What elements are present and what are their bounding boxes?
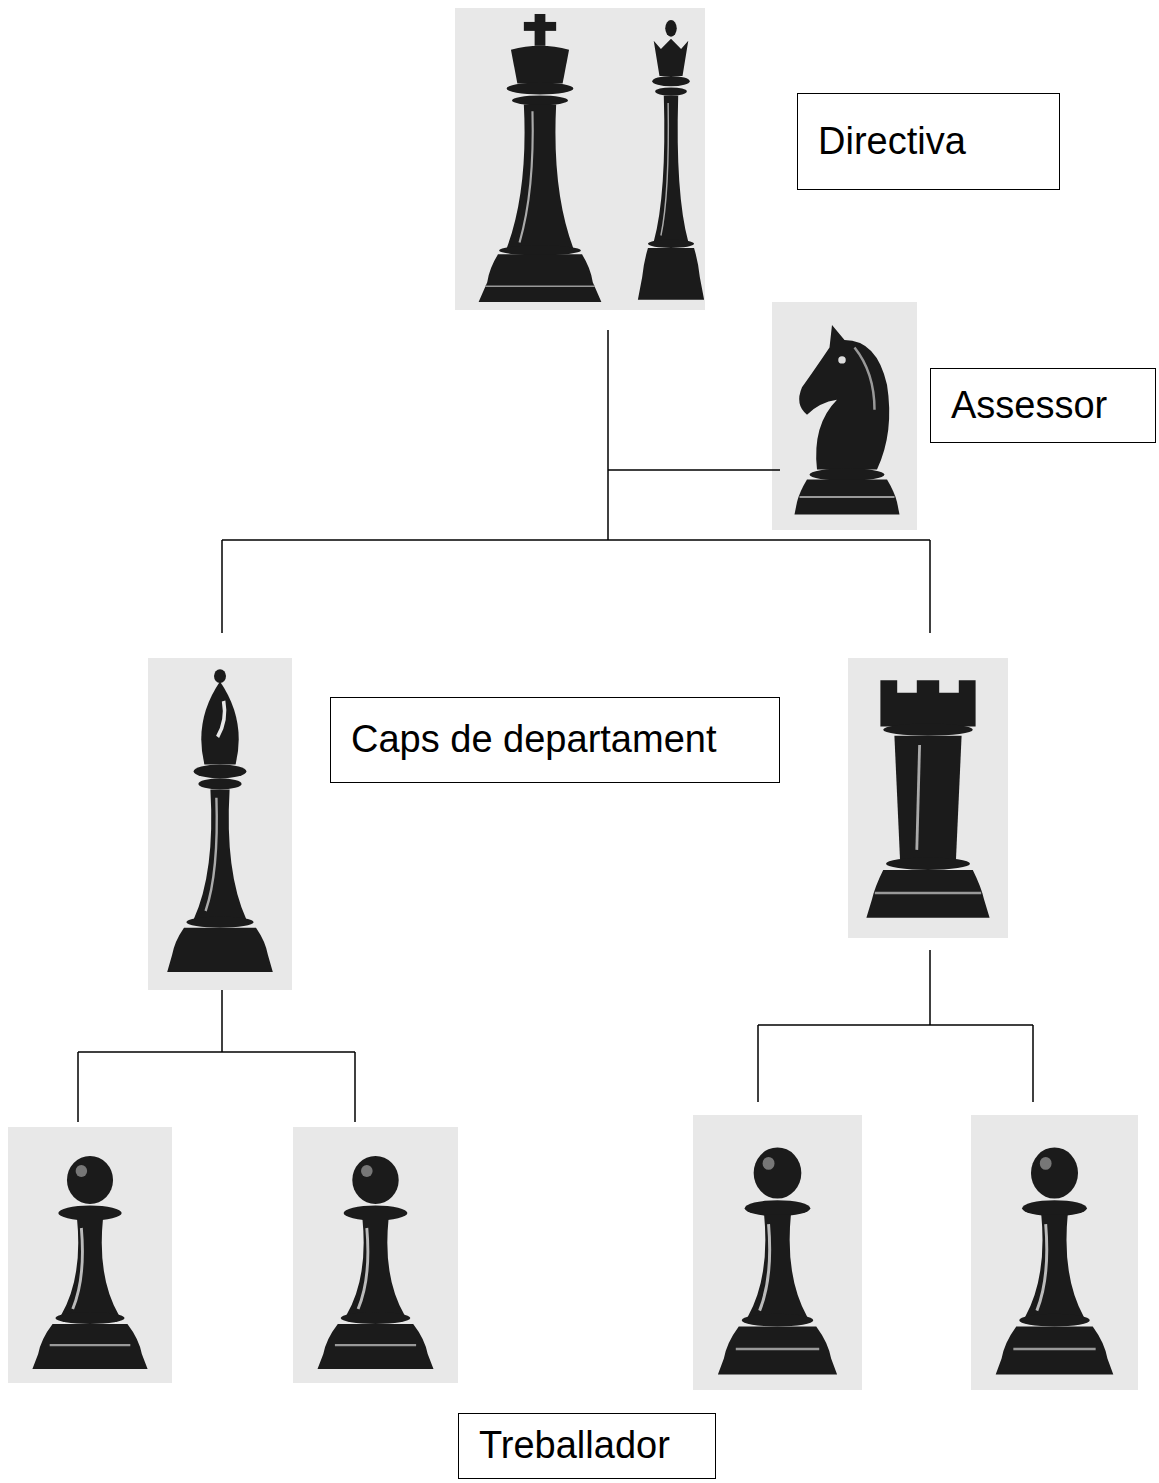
piece-background (848, 658, 1008, 938)
piece-background (971, 1115, 1138, 1390)
piece-background (455, 8, 705, 310)
bishop-piece (167, 669, 273, 972)
pawn-piece (318, 1156, 434, 1369)
queen-piece (638, 20, 704, 300)
label-box: Directiva (797, 93, 1060, 190)
piece-background (293, 1127, 458, 1383)
label-text: Treballador (479, 1425, 670, 1467)
hierarchy-lines (78, 330, 1033, 1122)
piece-background (148, 658, 292, 990)
label-text: Caps de departament (351, 719, 716, 761)
label-box: Treballador (458, 1413, 716, 1479)
label-box: Assessor (930, 368, 1156, 443)
pawn-piece (718, 1147, 837, 1374)
label-text: Directiva (818, 121, 966, 163)
piece-background (693, 1115, 862, 1390)
rook-piece (866, 680, 989, 917)
knight-piece (795, 325, 900, 515)
pawn-piece (996, 1147, 1114, 1374)
piece-background (772, 302, 917, 530)
label-box: Caps de departament (330, 697, 780, 783)
label-text: Assessor (951, 385, 1107, 427)
pawn-piece (32, 1156, 147, 1369)
king-piece (479, 14, 602, 302)
piece-background (8, 1127, 172, 1383)
